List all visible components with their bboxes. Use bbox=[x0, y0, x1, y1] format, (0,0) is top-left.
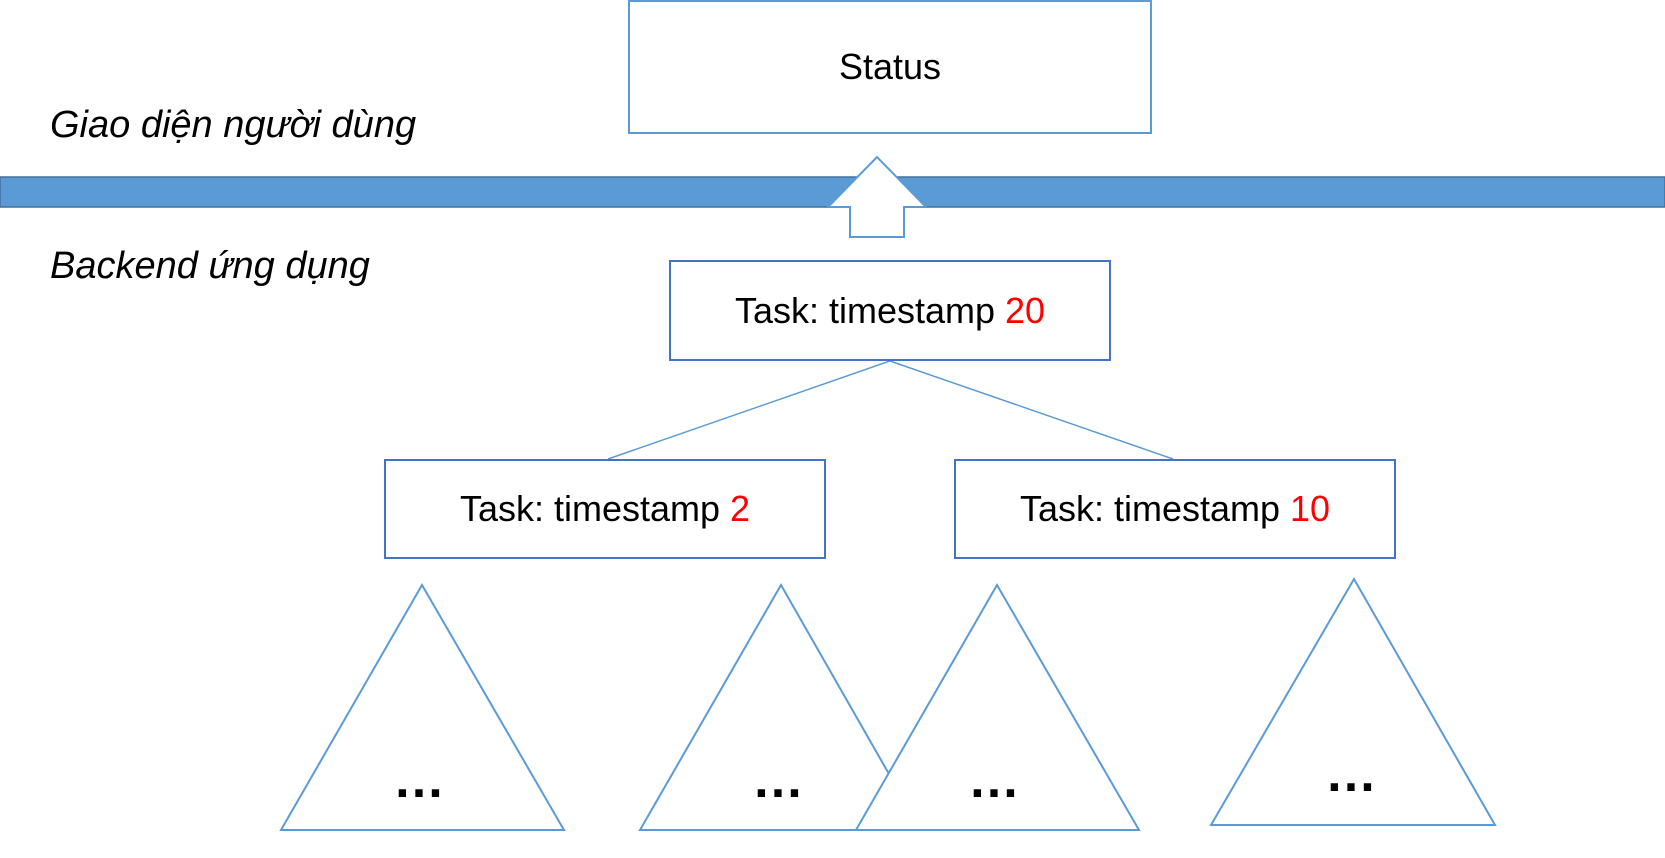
subtree-triangle-1 bbox=[279, 583, 566, 831]
task-right-timestamp: 10 bbox=[1290, 488, 1331, 529]
backend-layer-label: Backend ứng dụng bbox=[50, 245, 370, 287]
status-label: Status bbox=[838, 46, 942, 87]
subtree-ellipsis-1: … bbox=[393, 751, 447, 809]
subtree-triangle-3 bbox=[854, 583, 1141, 831]
subtree-ellipsis-3: … bbox=[968, 751, 1022, 809]
task-left-timestamp: 2 bbox=[730, 488, 751, 529]
connector-root-to-left bbox=[607, 360, 891, 460]
ui-layer-label: Giao diện người dùng bbox=[50, 104, 417, 146]
status-box: Status bbox=[628, 0, 1152, 134]
task-root-timestamp: 20 bbox=[1005, 289, 1046, 331]
up-arrow-icon bbox=[825, 155, 929, 238]
subtree-ellipsis-4: … bbox=[1325, 745, 1379, 803]
task-right: Task: timestamp 10 bbox=[954, 459, 1396, 559]
task-root-prefix: Task: timestamp bbox=[734, 289, 1006, 331]
task-right-prefix: Task: timestamp bbox=[1019, 488, 1291, 529]
subtree-triangle-4 bbox=[1209, 576, 1497, 826]
connector-root-to-right bbox=[889, 360, 1174, 460]
task-left-prefix: Task: timestamp bbox=[459, 488, 731, 529]
subtree-triangle-2 bbox=[638, 582, 923, 831]
task-root: Task: timestamp 20 bbox=[669, 260, 1111, 361]
subtree-ellipsis-2: … bbox=[752, 751, 806, 809]
task-left: Task: timestamp 2 bbox=[384, 459, 826, 559]
